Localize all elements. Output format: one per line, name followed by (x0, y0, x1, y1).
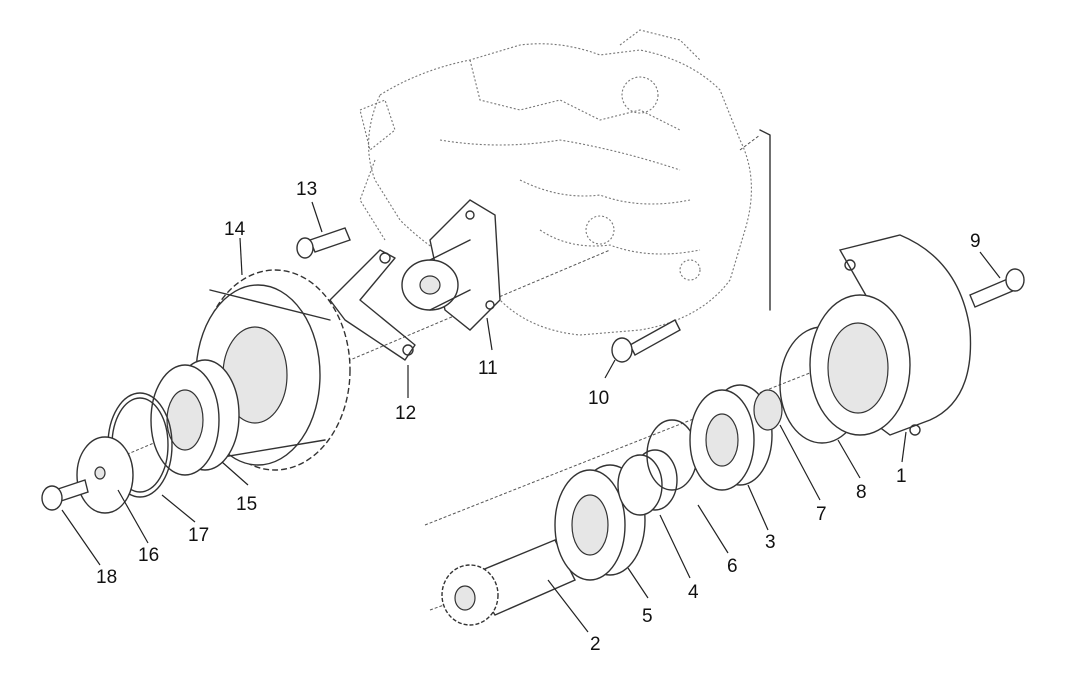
callout-10: 10 (588, 388, 609, 409)
part-15-bearing (150, 359, 240, 476)
part-1-cover (809, 234, 972, 436)
callout-12: 12 (395, 403, 416, 424)
callout-9: 9 (970, 231, 981, 252)
part-7-ring (753, 389, 783, 431)
callout-5: 5 (642, 606, 653, 627)
callout-16: 16 (138, 545, 159, 566)
callout-17: 17 (188, 525, 209, 546)
part-12-bracket (329, 249, 416, 361)
callout-3: 3 (765, 532, 776, 553)
part-3-bearing (689, 384, 773, 491)
part-11-flange (401, 199, 501, 331)
callout-15: 15 (236, 494, 257, 515)
callout-14: 14 (224, 219, 246, 240)
part-13-bolt (296, 227, 351, 259)
callout-7: 7 (816, 504, 827, 525)
engine-housing (359, 29, 771, 336)
leader-lines (61, 201, 1001, 633)
part-9-bolt (969, 268, 1025, 308)
callout-1: 1 (896, 466, 907, 487)
callout-11: 11 (478, 358, 498, 379)
part-5-bearing (554, 464, 646, 581)
callout-2: 2 (590, 634, 601, 655)
callout-4: 4 (688, 582, 699, 603)
callout-13: 13 (296, 179, 317, 200)
part-18-bolt (41, 479, 89, 511)
part-10-bolt (611, 319, 681, 363)
callout-6: 6 (727, 556, 738, 577)
callout-18: 18 (96, 567, 117, 588)
part-2-shaft (441, 539, 576, 626)
callout-labels: 1 2 3 4 5 6 7 8 9 10 11 12 13 14 15 16 1… (96, 179, 981, 655)
part-16-washer (76, 436, 134, 514)
callout-8: 8 (856, 482, 867, 503)
